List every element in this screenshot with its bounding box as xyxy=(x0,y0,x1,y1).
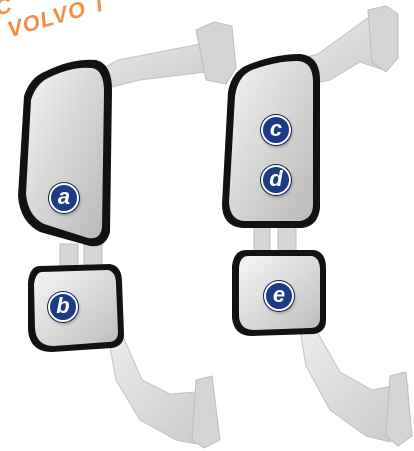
right-stem xyxy=(254,224,270,252)
badge-b-label: b xyxy=(56,295,69,317)
right-mirror-assembly xyxy=(222,6,412,446)
left-mirror-assembly xyxy=(18,22,236,448)
badge-b: b xyxy=(48,292,78,322)
left-stem xyxy=(60,244,78,268)
badge-e: e xyxy=(264,281,294,311)
badge-a: a xyxy=(49,183,79,213)
right-upper-mount xyxy=(368,6,398,72)
badge-d: d xyxy=(261,165,291,195)
badge-e-label: e xyxy=(273,284,285,306)
left-lower-mount xyxy=(192,376,220,448)
right-lower-mount xyxy=(386,372,412,446)
right-stem-2 xyxy=(278,224,296,252)
left-upper-mount xyxy=(196,22,236,84)
badge-c: c xyxy=(261,115,291,145)
badge-a-label: a xyxy=(58,186,70,208)
badge-d-label: d xyxy=(269,168,282,190)
badge-c-label: c xyxy=(270,118,282,140)
